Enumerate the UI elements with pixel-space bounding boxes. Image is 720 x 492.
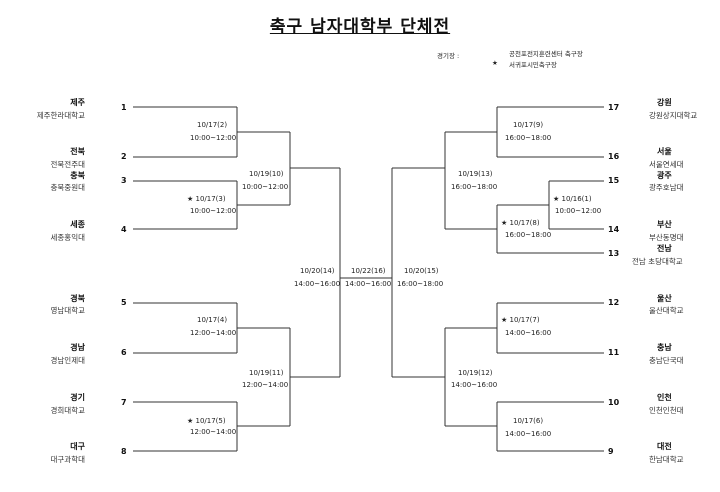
match-time: 10:00~12:00 bbox=[242, 183, 289, 191]
team-seed: 9 bbox=[608, 447, 614, 456]
match-time: 16:00~18:00 bbox=[505, 134, 552, 142]
team-school: 광주호남대 bbox=[649, 183, 684, 192]
team-region: 전남 bbox=[657, 244, 672, 253]
team-seed: 8 bbox=[121, 447, 127, 456]
match-date: 10/17(2) bbox=[197, 121, 228, 129]
team-region: 경기 bbox=[70, 393, 85, 402]
team-seed: 7 bbox=[121, 398, 127, 407]
team-school: 서울연세대 bbox=[649, 160, 684, 169]
match-time: 14:00~16:00 bbox=[345, 280, 392, 288]
match-date: 10/22(16) bbox=[351, 267, 386, 275]
team-region: 인천 bbox=[657, 393, 672, 402]
team-seed: 11 bbox=[608, 348, 620, 357]
team-seed: 4 bbox=[121, 225, 127, 234]
team-region: 충북 bbox=[70, 171, 85, 180]
team-school: 전남 초당대학교 bbox=[632, 257, 683, 266]
team-seed: 17 bbox=[608, 103, 620, 112]
match-time: 14:00~16:00 bbox=[505, 329, 552, 337]
team-school: 대구과학대 bbox=[50, 455, 86, 464]
team-seed: 2 bbox=[121, 152, 127, 161]
match-date: 10/19(11) bbox=[249, 369, 284, 377]
team-school: 울산대학교 bbox=[649, 306, 684, 315]
match-time: 10:00~12:00 bbox=[555, 207, 602, 215]
match-time: 14:00~16:00 bbox=[451, 381, 498, 389]
team-region: 강원 bbox=[657, 98, 672, 107]
team-school: 전북전주대 bbox=[50, 160, 86, 169]
team-school: 충남단국대 bbox=[649, 356, 684, 365]
match-date: 10/17(4) bbox=[197, 316, 228, 324]
team-school: 제주한라대학교 bbox=[36, 111, 85, 120]
team-school: 경희대학교 bbox=[50, 406, 86, 415]
team-seed: 15 bbox=[608, 176, 620, 185]
match-date: 10/20(14) bbox=[300, 267, 335, 275]
team-region: 부산 bbox=[657, 220, 672, 229]
match-time: 14:00~16:00 bbox=[294, 280, 341, 288]
team-region: 울산 bbox=[657, 294, 672, 303]
team-seed: 14 bbox=[608, 225, 620, 234]
match-date: ★ 10/17(5) bbox=[187, 417, 226, 425]
team-seed: 12 bbox=[608, 298, 620, 307]
team-region: 대구 bbox=[70, 442, 85, 451]
team-seed: 13 bbox=[608, 249, 620, 258]
team-school: 인천인천대 bbox=[649, 406, 684, 415]
team-seed: 5 bbox=[121, 298, 127, 307]
team-region: 대전 bbox=[657, 442, 672, 451]
match-time: 12:00~14:00 bbox=[242, 381, 289, 389]
team-region: 서울 bbox=[657, 147, 672, 156]
team-seed: 16 bbox=[608, 152, 620, 161]
match-date: ★ 10/17(7) bbox=[501, 316, 540, 324]
team-school: 세종홍익대 bbox=[50, 233, 86, 242]
team-region: 광주 bbox=[657, 171, 672, 180]
venue-line-2: 서귀포시민축구장 bbox=[509, 61, 557, 69]
match-time: 16:00~18:00 bbox=[505, 231, 552, 239]
team-school: 충북중원대 bbox=[50, 183, 86, 192]
match-date: ★ 10/16(1) bbox=[553, 195, 592, 203]
match-date: 10/19(12) bbox=[458, 369, 493, 377]
match-time: 10:00~12:00 bbox=[190, 207, 237, 215]
team-seed: 10 bbox=[608, 398, 620, 407]
match-time: 10:00~12:00 bbox=[190, 134, 237, 142]
match-time: 14:00~16:00 bbox=[505, 430, 552, 438]
page-title: 축구 남자대학부 단체전 bbox=[269, 17, 451, 37]
team-region: 전북 bbox=[70, 147, 85, 156]
match-date: 10/17(9) bbox=[513, 121, 544, 129]
team-region: 충남 bbox=[657, 343, 672, 352]
team-school: 부산동명대 bbox=[649, 233, 684, 242]
match-date: ★ 10/17(8) bbox=[501, 219, 540, 227]
match-date: 10/20(15) bbox=[404, 267, 439, 275]
team-school: 한남대학교 bbox=[649, 455, 684, 464]
team-seed: 1 bbox=[121, 103, 127, 112]
team-seed: 6 bbox=[121, 348, 127, 357]
match-time: 16:00~18:00 bbox=[397, 280, 444, 288]
team-school: 경남인제대 bbox=[50, 356, 86, 365]
team-seed: 3 bbox=[121, 176, 127, 185]
team-region: 세종 bbox=[70, 220, 85, 229]
match-date: 10/19(13) bbox=[458, 170, 493, 178]
venue-star-icon: ★ bbox=[492, 59, 498, 67]
match-time: 12:00~14:00 bbox=[190, 329, 237, 337]
venue-line-1: 공천포전지훈련센터 축구장 bbox=[509, 50, 583, 58]
match-date: 10/17(6) bbox=[513, 417, 544, 425]
match-time: 12:00~14:00 bbox=[190, 428, 237, 436]
team-school: 영남대학교 bbox=[50, 306, 86, 315]
match-date: 10/19(10) bbox=[249, 170, 284, 178]
match-date: ★ 10/17(3) bbox=[187, 195, 226, 203]
team-region: 경북 bbox=[70, 294, 85, 303]
venue-label: 경기장 : bbox=[437, 52, 460, 60]
match-time: 16:00~18:00 bbox=[451, 183, 498, 191]
team-region: 경남 bbox=[70, 343, 85, 352]
team-region: 제주 bbox=[70, 98, 85, 107]
team-school: 강원상지대학교 bbox=[649, 111, 698, 120]
